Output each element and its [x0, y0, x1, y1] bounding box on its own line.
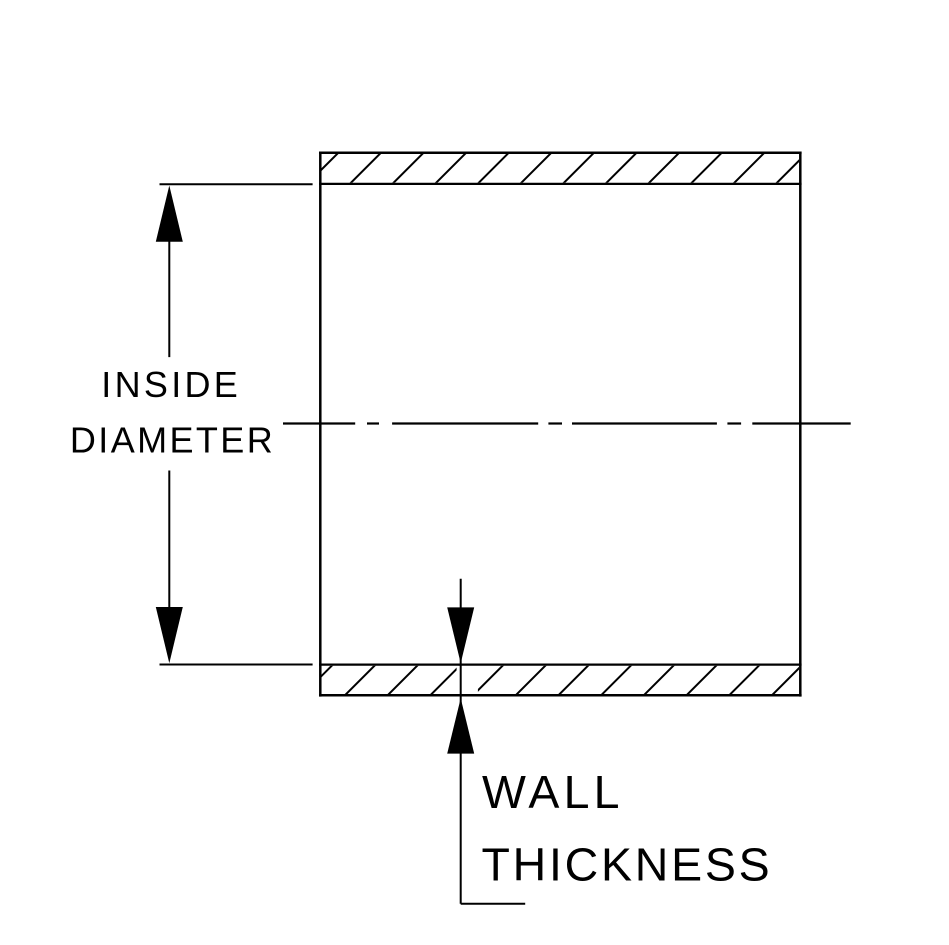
svg-text:INSIDE: INSIDE: [101, 364, 241, 405]
svg-text:THICKNESS: THICKNESS: [482, 839, 773, 891]
svg-text:DIAMETER: DIAMETER: [70, 420, 275, 461]
svg-text:WALL: WALL: [482, 766, 624, 818]
